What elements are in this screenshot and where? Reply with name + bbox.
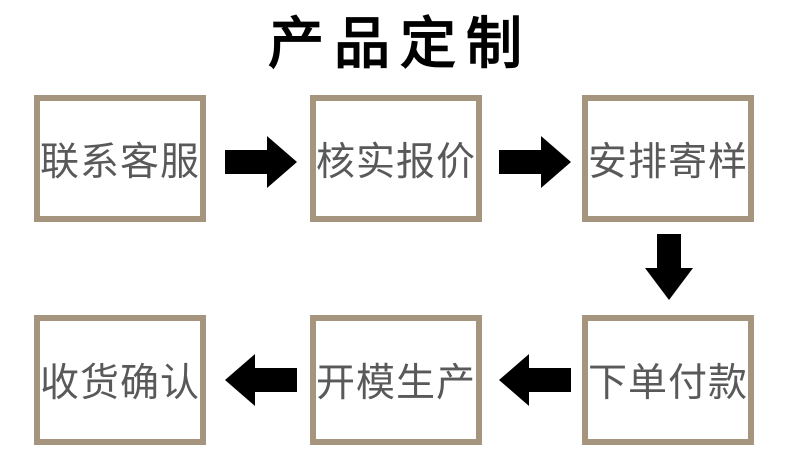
flow-step-mold-production: 开模生产 bbox=[310, 315, 482, 445]
flow-step-contact-service: 联系客服 bbox=[34, 95, 206, 222]
flow-step-verify-quote: 核实报价 bbox=[310, 95, 482, 222]
arrow-left-icon bbox=[225, 352, 297, 408]
flow-step-label: 安排寄样 bbox=[588, 139, 749, 185]
flow-step-order-payment: 下单付款 bbox=[582, 315, 754, 445]
flow-step-label: 联系客服 bbox=[40, 139, 201, 185]
flow-step-receipt-confirm: 收货确认 bbox=[34, 315, 206, 445]
flow-step-label: 开模生产 bbox=[316, 361, 477, 406]
flow-step-label: 下单付款 bbox=[588, 361, 749, 406]
arrow-down-icon bbox=[645, 234, 693, 300]
arrow-left-icon bbox=[499, 352, 571, 408]
flow-step-label: 收货确认 bbox=[40, 361, 201, 406]
arrow-right-icon bbox=[225, 134, 297, 190]
page-title: 产品定制 bbox=[268, 11, 532, 77]
flow-step-label: 核实报价 bbox=[316, 139, 477, 185]
arrow-right-icon bbox=[499, 134, 571, 190]
flow-step-arrange-sample: 安排寄样 bbox=[582, 95, 754, 222]
